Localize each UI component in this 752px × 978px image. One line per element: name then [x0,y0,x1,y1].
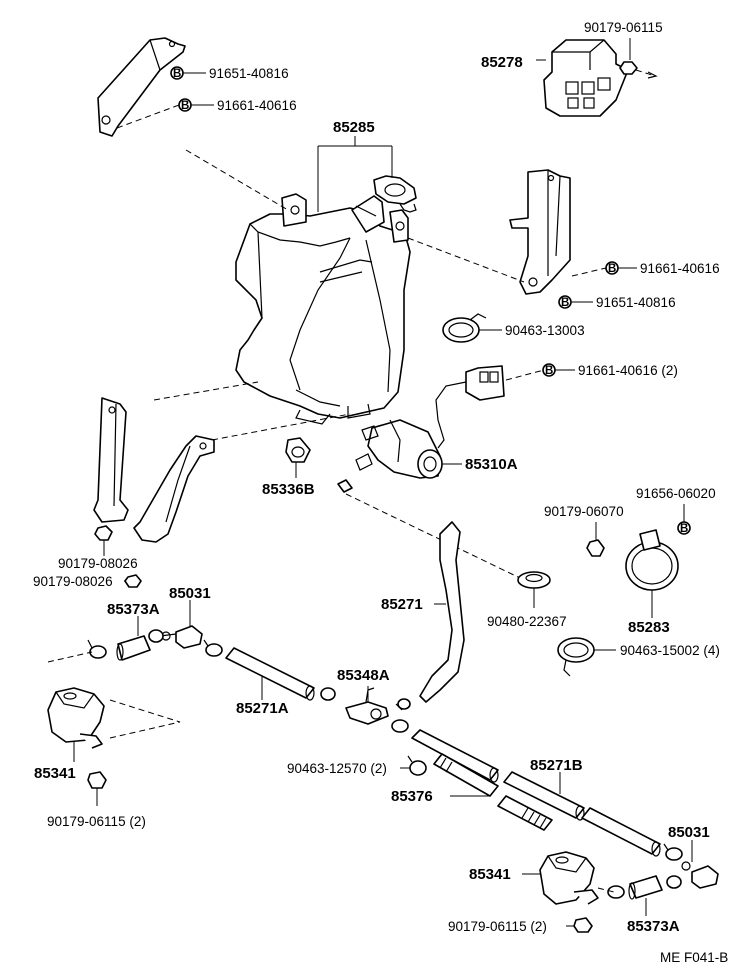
svg-text:B: B [545,365,553,377]
nut-91661-40616-2: B [542,363,575,377]
svg-text:B: B [181,100,189,112]
label-90480-22367: 90480-22367 [487,614,567,629]
svg-text:B: B [680,523,688,535]
hose-85271B-3 [581,807,661,857]
right-bracket [509,169,571,295]
label-85341-right: 85341 [469,866,511,883]
label-85376: 85376 [391,788,433,805]
label-91661-40616-top: 91661-40616 [217,98,297,113]
pump-motor-85310A [355,419,462,479]
nut-90179-06115-2-left [87,771,107,806]
hose-85373A-right [628,875,663,916]
label-85271: 85271 [381,596,423,613]
bolt-91651-40816-right: B [558,295,593,309]
nut-91661-40616-top: B [178,98,214,112]
nut-90179-06070 [586,522,605,557]
svg-text:B: B [608,263,616,275]
label-90463-12570: 90463-12570 (2) [287,761,387,776]
label-91651-40816-top: 91651-40816 [209,66,289,81]
label-90179-06115-2-bottom: 90179-06115 (2) [448,919,547,934]
connector-85348A [345,686,389,725]
nut-90179-08026-b [124,574,142,588]
label-90179-08026-b: 90179-08026 [33,574,113,589]
joint-small [337,479,521,579]
hose-85271B-2 [503,771,585,821]
label-85348A: 85348A [337,667,390,684]
label-85310A: 85310A [465,456,518,473]
label-90463-15002: 90463-15002 (4) [620,643,720,658]
check-valve-85031-left [159,600,203,649]
hose-85271A [225,647,315,701]
svg-text:B: B [561,297,569,309]
svg-text:B: B [173,68,181,80]
washer-tank-85285 [235,193,411,425]
label-85336B: 85336B [262,481,315,498]
label-85341-left: 85341 [34,765,76,782]
clip-left-3 [203,639,223,657]
label-85373A-right: 85373A [627,918,680,935]
clip-right-3 [607,885,625,899]
label-90179-06070: 90179-06070 [544,504,624,519]
label-85031-right: 85031 [668,824,710,841]
label-90179-08026-a: 90179-08026 [58,556,138,571]
label-85031-left: 85031 [169,585,211,602]
tank-support-bracket [133,435,215,543]
lower-left-bracket [93,397,129,523]
label-85271B: 85271B [530,757,583,774]
bolt-91656-06020: B [677,504,691,535]
clamp-90463-13003 [442,313,502,343]
connector-wire [435,365,545,449]
label-91661-40616-2: 91661-40616 (2) [578,363,678,378]
hose-85373A-left [116,616,151,661]
nut-91661-40616-right: B [571,261,637,277]
grommet-85336B [285,437,311,478]
label-90179-06115-2-left: 90179-06115 (2) [47,814,146,829]
label-90179-06115-top: 90179-06115 [584,20,663,35]
bolt-91651-40816-top: B [170,66,206,80]
clip-right-2 [666,875,682,889]
hose-85271 [419,521,465,703]
label-85373A-left: 85373A [107,601,160,618]
clip-left-2 [148,629,164,643]
nut-90179-08026-a [94,525,113,556]
nozzle-85341-right [522,851,599,905]
upper-left-bracket [97,37,186,137]
nut-90179-06115-top [619,38,658,79]
diagram-code: ME F041-B [660,950,728,965]
check-valve-85031-right [681,840,719,889]
clip-85348A [391,698,411,733]
relay-85278 [536,39,629,117]
clamp-85283 [625,529,679,618]
label-91651-40816-right: 91651-40816 [596,295,676,310]
clamp-90463-15002 [557,637,616,677]
corrugated-tube-85376-b [497,795,553,831]
clip-90463-12570 [400,755,427,776]
label-91661-40616-right: 91661-40616 [640,261,720,276]
clip-right-1 [663,843,683,861]
nozzle-85341-left [47,687,105,762]
clip-left-1 [87,639,107,659]
label-85278: 85278 [481,54,523,71]
label-85283: 85283 [628,619,670,636]
plug-90480-22367 [517,571,551,608]
nut-90179-06115-2-bottom [566,917,593,933]
clip-85271A [320,687,336,701]
label-91656-06020: 91656-06020 [636,486,716,501]
cap-85285 [373,175,417,213]
label-90463-13003: 90463-13003 [505,323,585,338]
label-85271A: 85271A [236,700,289,717]
corrugated-tube-85376-a [433,753,499,797]
label-85285: 85285 [333,119,375,136]
